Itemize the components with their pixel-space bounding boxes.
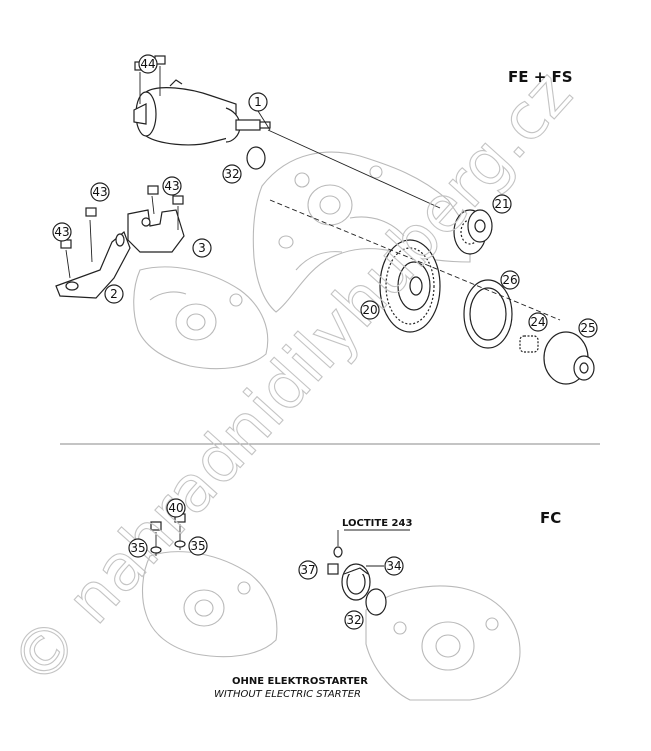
svg-text:32: 32 (346, 613, 361, 627)
callout-20: 20 (360, 300, 380, 320)
svg-text:40: 40 (168, 501, 183, 515)
bracket-2 (55, 207, 131, 299)
watermark-text: © nahradnidilyhuberg.cz (0, 57, 587, 701)
svg-text:43: 43 (92, 185, 107, 199)
svg-text:2: 2 (110, 287, 118, 301)
callout-40: 40 (166, 498, 186, 518)
svg-text:34: 34 (386, 559, 401, 573)
svg-text:1: 1 (254, 95, 262, 109)
cover-34 (341, 563, 371, 601)
svg-text:35: 35 (190, 539, 205, 553)
callout-37: 37 (298, 560, 318, 580)
loctite-note: LOCTITE 243 (342, 518, 412, 529)
callout-26: 26 (500, 270, 520, 290)
svg-text:21: 21 (494, 197, 509, 211)
callout-43-a: 43 (90, 182, 110, 202)
svg-text:32: 32 (224, 167, 239, 181)
needle-bearing-24 (519, 335, 539, 353)
svg-text:43: 43 (164, 179, 179, 193)
freewheel-hub-25 (543, 331, 595, 385)
callout-32-top: 32 (222, 164, 242, 184)
svg-text:35: 35 (130, 541, 145, 555)
caption-german: OHNE ELEKTROSTARTER (232, 676, 368, 687)
o-ring-32-top (246, 146, 266, 170)
callout-2: 2 (104, 284, 124, 304)
svg-text:25: 25 (580, 321, 595, 335)
svg-text:26: 26 (502, 273, 517, 287)
variant-title-top: FE + FS (508, 68, 573, 86)
svg-text:44: 44 (140, 57, 155, 71)
starter-motor (133, 79, 271, 146)
callout-43-b: 43 (162, 176, 182, 196)
starter-gear-20 (379, 239, 441, 333)
o-ring-32-bottom (365, 588, 387, 616)
engine-case-ghost-bottom-right (365, 585, 521, 701)
callout-43-c: 43 (52, 222, 72, 242)
engine-case-ghost-top-left (133, 266, 269, 370)
svg-text:43: 43 (54, 225, 69, 239)
callout-34: 34 (384, 556, 404, 576)
svg-text:37: 37 (300, 563, 315, 577)
callout-3: 3 (192, 238, 212, 258)
callout-32-bottom: 32 (344, 610, 364, 630)
engine-case-ghost-bottom-left (141, 551, 278, 658)
callout-35-b: 35 (188, 536, 208, 556)
svg-text:3: 3 (198, 241, 206, 255)
callout-1: 1 (248, 92, 268, 112)
intermediate-gear-21 (453, 209, 493, 255)
callout-44: 44 (138, 54, 158, 74)
callout-35-a: 35 (128, 538, 148, 558)
callout-21: 21 (492, 194, 512, 214)
variant-title-bottom: FC (540, 509, 561, 527)
bolts-40-washers-35 (150, 513, 186, 556)
bracket-3 (127, 185, 185, 253)
freewheel-ring-26 (463, 279, 513, 349)
callout-24: 24 (528, 312, 548, 332)
screw-plug-37 (327, 546, 343, 575)
callout-25: 25 (578, 318, 598, 338)
svg-text:20: 20 (362, 303, 377, 317)
svg-text:24: 24 (530, 315, 545, 329)
caption-english: WITHOUT ELECTRIC STARTER (214, 689, 361, 700)
